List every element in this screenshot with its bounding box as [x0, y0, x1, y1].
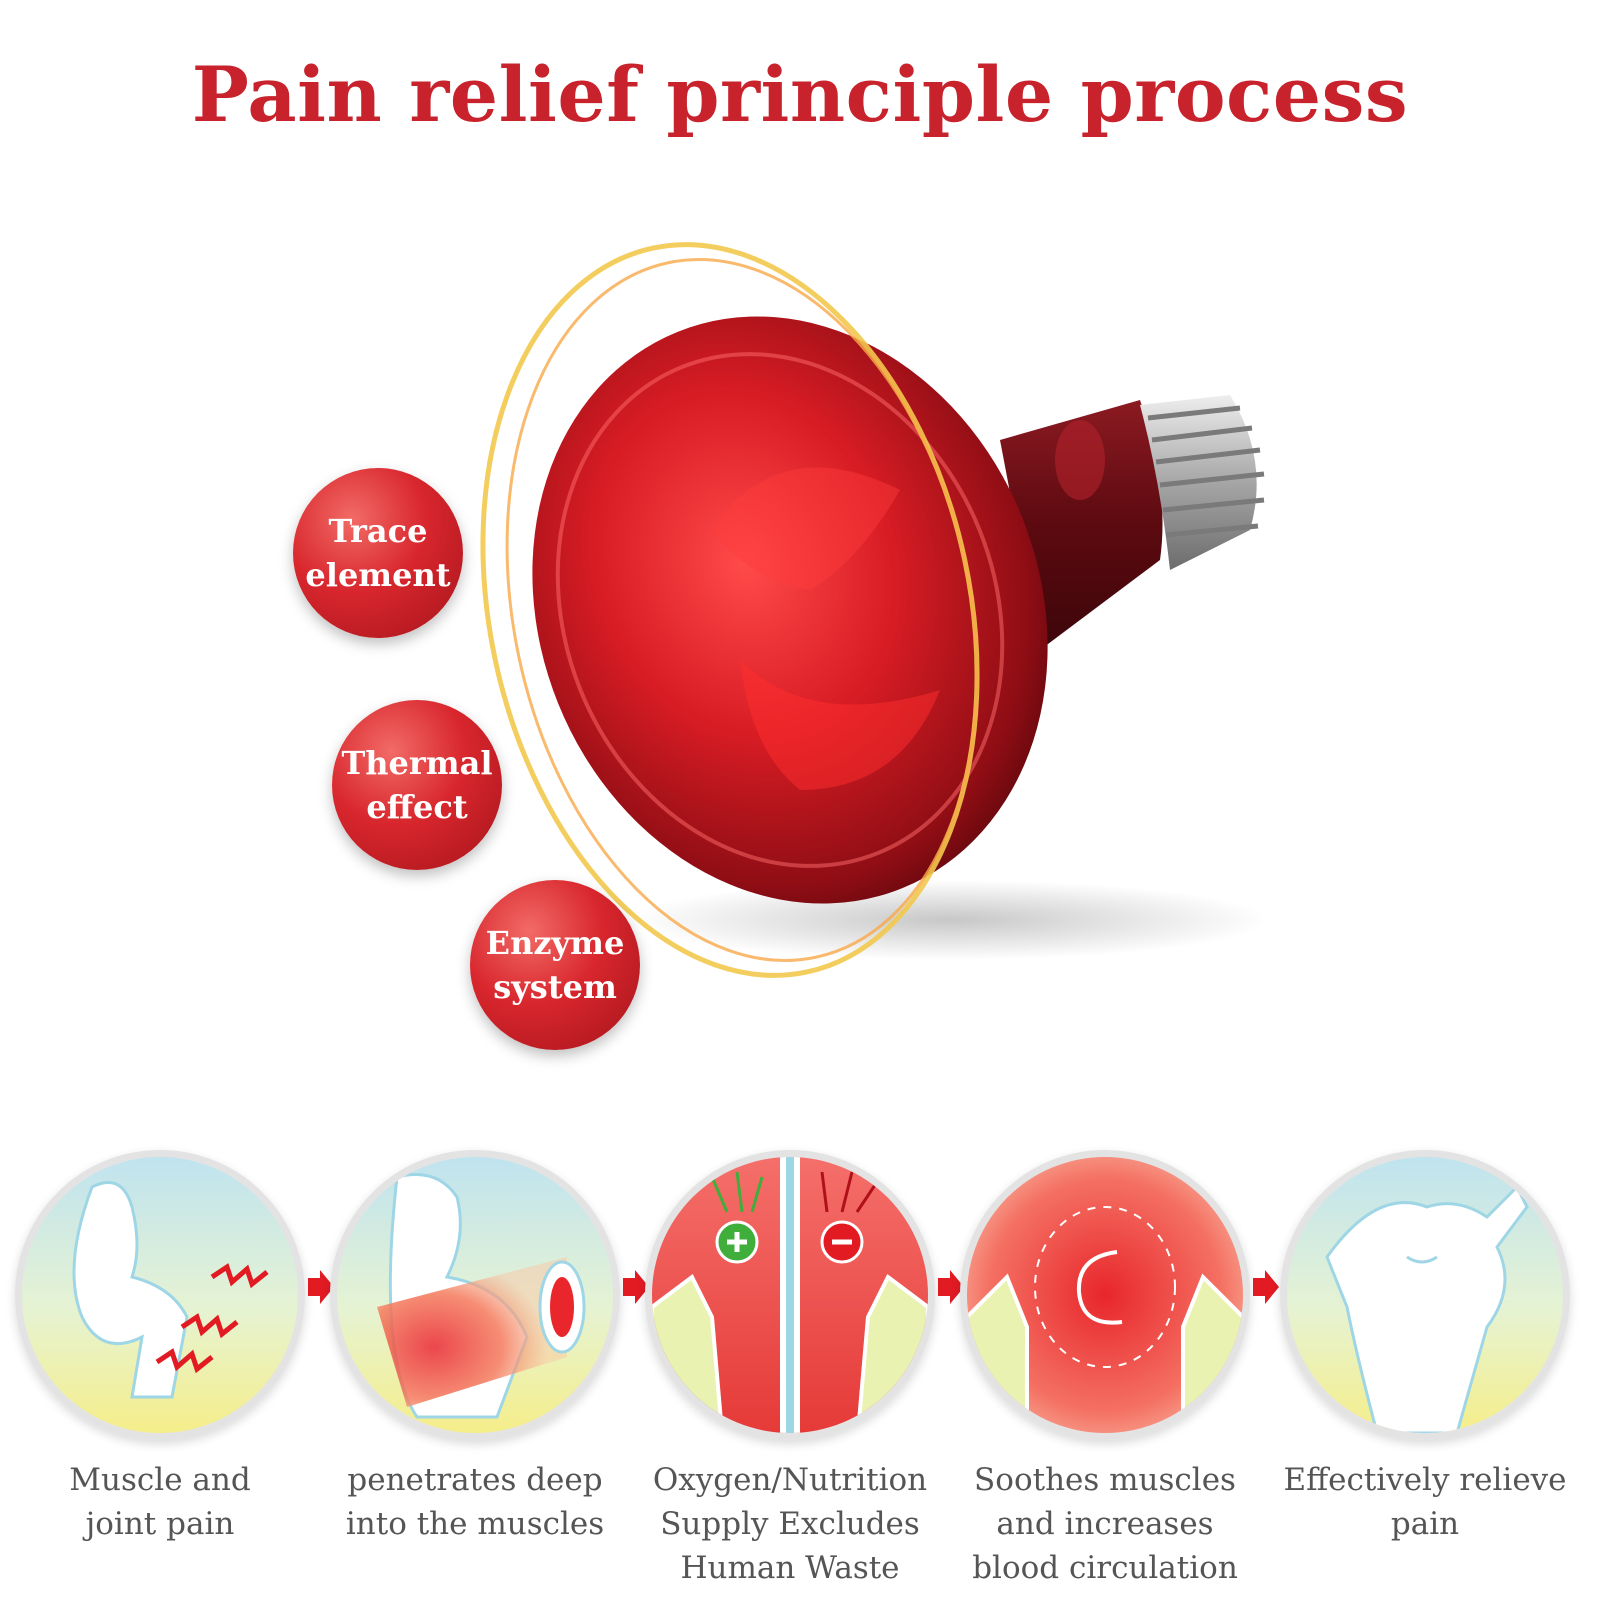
step-5-illustration — [1280, 1150, 1570, 1440]
step-2: penetrates deep into the muscles — [325, 1150, 625, 1546]
step-caption-line: into the muscles — [345, 1506, 605, 1542]
step-caption-line: Soothes muscles — [974, 1462, 1236, 1498]
step-2-illustration — [330, 1150, 620, 1440]
badge-line: Enzyme — [485, 924, 625, 962]
step-caption: Muscle and joint pain — [10, 1458, 310, 1546]
step-3-illustration — [645, 1150, 935, 1440]
badge-thermal-effect: Thermal effect — [332, 700, 502, 870]
step-3: Oxygen/Nutrition Supply Excludes Human W… — [640, 1150, 940, 1590]
step-caption: penetrates deep into the muscles — [325, 1458, 625, 1546]
step-caption-line: pain — [1390, 1506, 1460, 1542]
step-caption-line: joint pain — [85, 1506, 235, 1542]
step-4-illustration — [960, 1150, 1250, 1440]
page-title: Pain relief principle process — [191, 50, 1409, 139]
badge-enzyme-system: Enzyme system — [470, 880, 640, 1050]
badge-line: Trace — [328, 512, 428, 550]
step-caption-line: Supply Excludes — [660, 1506, 920, 1542]
badge-line: Thermal — [341, 744, 493, 782]
step-4: Soothes muscles and increases blood circ… — [955, 1150, 1255, 1590]
badge-line: system — [493, 968, 617, 1006]
step-5: Effectively relieve pain — [1275, 1150, 1575, 1546]
arrow-right-icon — [308, 1270, 334, 1304]
step-1-illustration — [15, 1150, 305, 1440]
arrow-right-icon — [1253, 1270, 1279, 1304]
step-caption-line: penetrates deep — [347, 1462, 603, 1498]
step-caption: Effectively relieve pain — [1275, 1458, 1575, 1546]
step-caption-line: Human Waste — [680, 1550, 900, 1586]
badge-line: effect — [366, 788, 468, 826]
arrow-right-icon — [623, 1270, 649, 1304]
process-steps: Muscle and joint pain penetrates deep in… — [0, 1150, 1600, 1600]
infrared-bulb-illustration — [480, 230, 1340, 1020]
step-caption: Soothes muscles and increases blood circ… — [955, 1458, 1255, 1590]
arrow-right-icon — [938, 1270, 964, 1304]
badge-trace-element: Trace element — [293, 468, 463, 638]
step-caption-line: Muscle and — [69, 1462, 251, 1498]
step-caption-line: blood circulation — [972, 1550, 1238, 1586]
step-caption-line: Effectively relieve — [1283, 1462, 1567, 1498]
step-1: Muscle and joint pain — [10, 1150, 310, 1546]
step-caption: Oxygen/Nutrition Supply Excludes Human W… — [640, 1458, 940, 1590]
badge-line: element — [305, 556, 451, 594]
step-caption-line: Oxygen/Nutrition — [652, 1462, 928, 1498]
step-caption-line: and increases — [996, 1506, 1214, 1542]
infrared-bulb-image — [480, 242, 1270, 978]
